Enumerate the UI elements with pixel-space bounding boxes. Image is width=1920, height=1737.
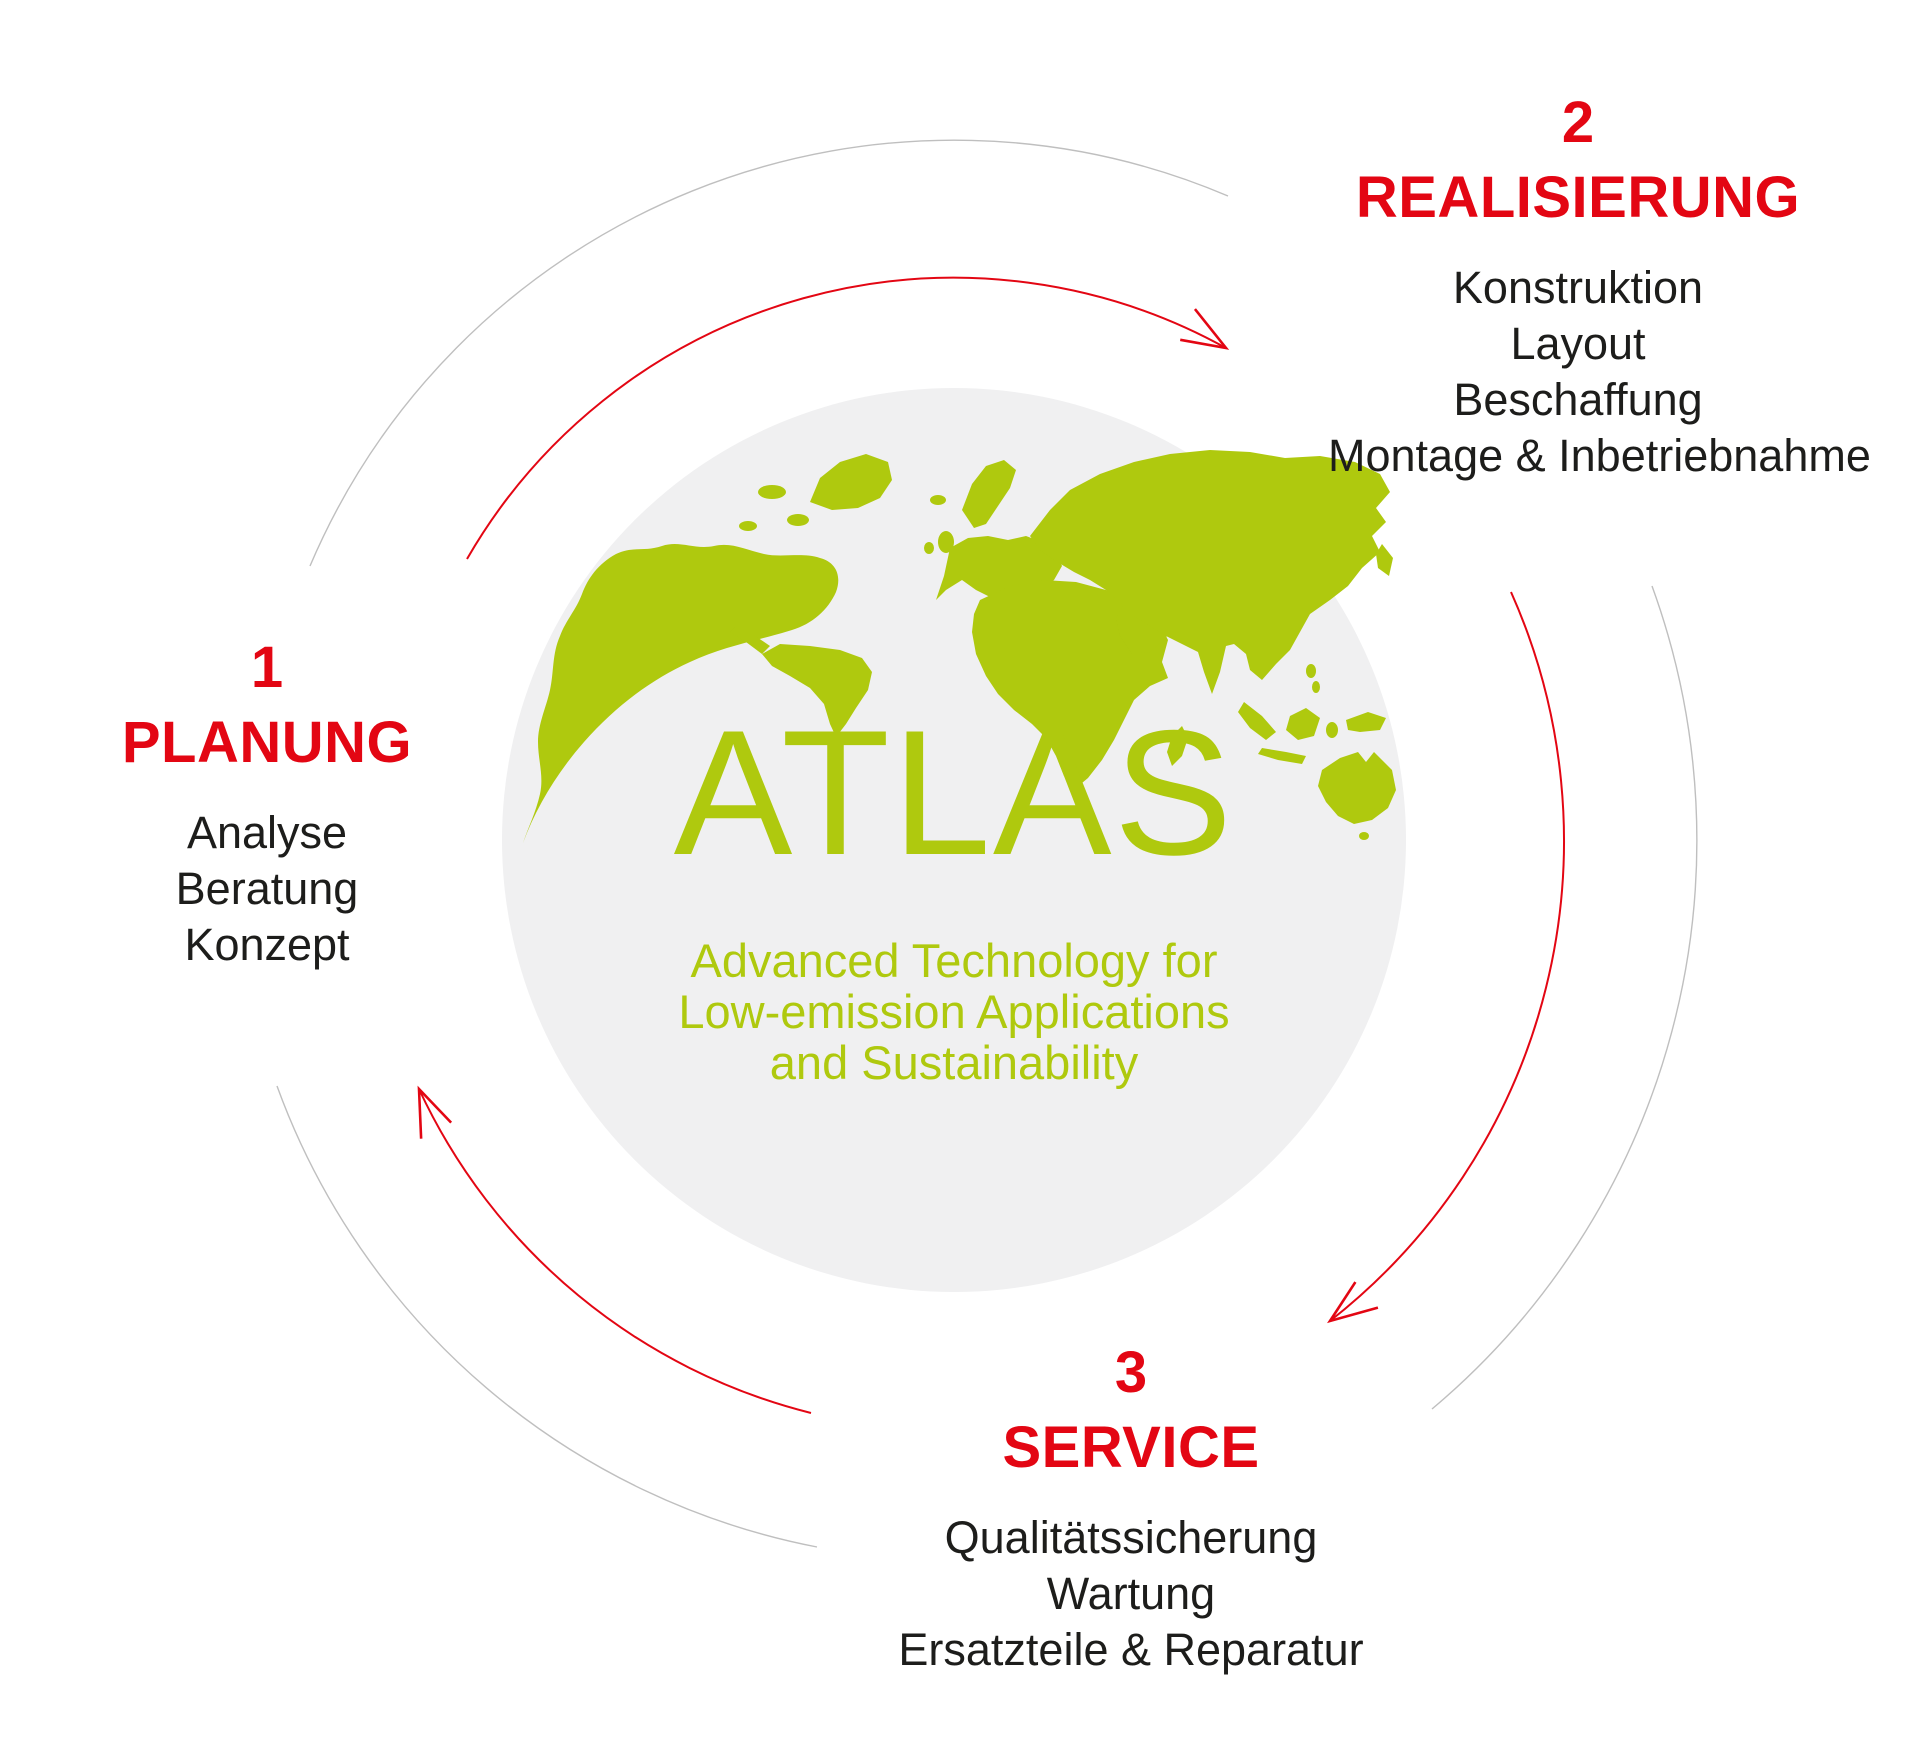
cycle-arrow-icon-service-to-planung [417,1085,812,1414]
logo-wordmark: ATLAS [673,693,1235,892]
arc-gray-service-to-planung [276,1085,818,1548]
stage-name: SERVICE [1002,1415,1260,1480]
stage-item: Konstruktion [1452,262,1704,313]
stage-item-list: Konstruktion Layout Beschaffung Montage … [1328,260,1871,484]
stage-item: Analyse [186,807,348,858]
stage-service: 3 SERVICE Qualitätssicherung Wartung Ers… [881,1335,1381,1678]
stage-item-list: Qualitätssicherung Wartung Ersatzteile &… [881,1510,1381,1678]
stage-item: Wartung [1046,1568,1216,1619]
stage-item: Montage & Inbetriebnahme [1328,430,1871,481]
stage-name: REALISIERUNG [1355,165,1801,230]
logo-subtitle-line: and Sustainability [769,1036,1139,1089]
stage-item-list: Analyse Beratung Konzept [17,805,517,973]
stage-item: Beschaffung [1453,374,1703,425]
arc-gray-planung-to-realisierung [309,139,1229,567]
stage-number: 2 [1561,90,1595,155]
cycle-arrow-icon-realisierung-to-service [1327,591,1565,1324]
stage-realisierung: 2 REALISIERUNG Konstruktion Layout Besch… [1328,85,1871,484]
stage-item: Layout [1510,318,1646,369]
stage-item: Konzept [184,919,350,970]
logo-subtitle-line: Low-emission Applications [678,985,1230,1038]
stage-item: Qualitätssicherung [944,1512,1318,1563]
stage-item: Ersatzteile & Reparatur [898,1624,1364,1675]
stage-name: PLANUNG [121,710,413,775]
stage-item: Beratung [175,863,359,914]
stage-number: 3 [1114,1340,1148,1405]
world-map-icon [523,450,1396,843]
stage-number: 1 [250,635,284,700]
logo-subtitle: Advanced Technology for Low-emission App… [554,935,1354,1088]
stage-planung: 1 PLANUNG Analyse Beratung Konzept [17,630,517,973]
logo-subtitle-line: Advanced Technology for [690,934,1218,987]
cycle-arrow-icon-planung-to-realisierung [466,276,1230,560]
arc-gray-realisierung-to-service [1431,585,1698,1410]
